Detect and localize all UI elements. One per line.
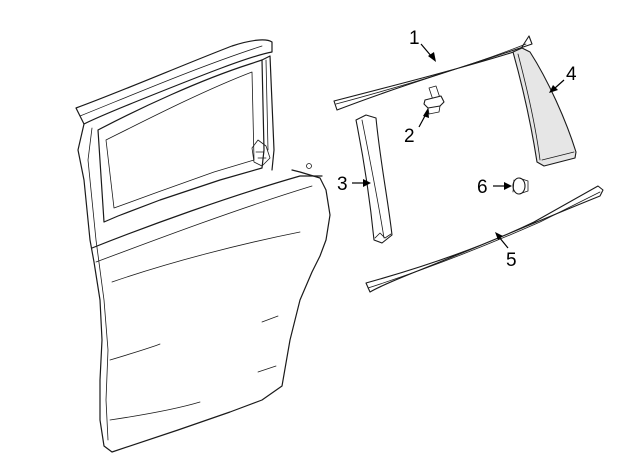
leader-4	[549, 79, 565, 93]
callout-5-label: 5	[506, 250, 517, 271]
callout-1-label: 1	[409, 28, 420, 49]
part-4-rear-applique	[512, 47, 577, 167]
callout-6-label: 6	[477, 177, 488, 198]
rear-door-shell	[75, 39, 331, 453]
part-2-screw	[423, 85, 445, 115]
part-1-upper-molding	[333, 35, 533, 111]
part-5-belt-molding	[365, 185, 604, 293]
part-3-pillar-applique	[355, 114, 393, 244]
leader-1	[420, 43, 436, 62]
leader-3	[352, 179, 371, 187]
leader-6	[493, 182, 512, 190]
callout-2-label: 2	[404, 126, 415, 147]
leader-2	[418, 108, 429, 128]
callout-3-label: 3	[337, 174, 348, 195]
part-6-clip	[512, 177, 529, 195]
leader-5	[495, 232, 509, 249]
callout-4-label: 4	[566, 64, 577, 85]
